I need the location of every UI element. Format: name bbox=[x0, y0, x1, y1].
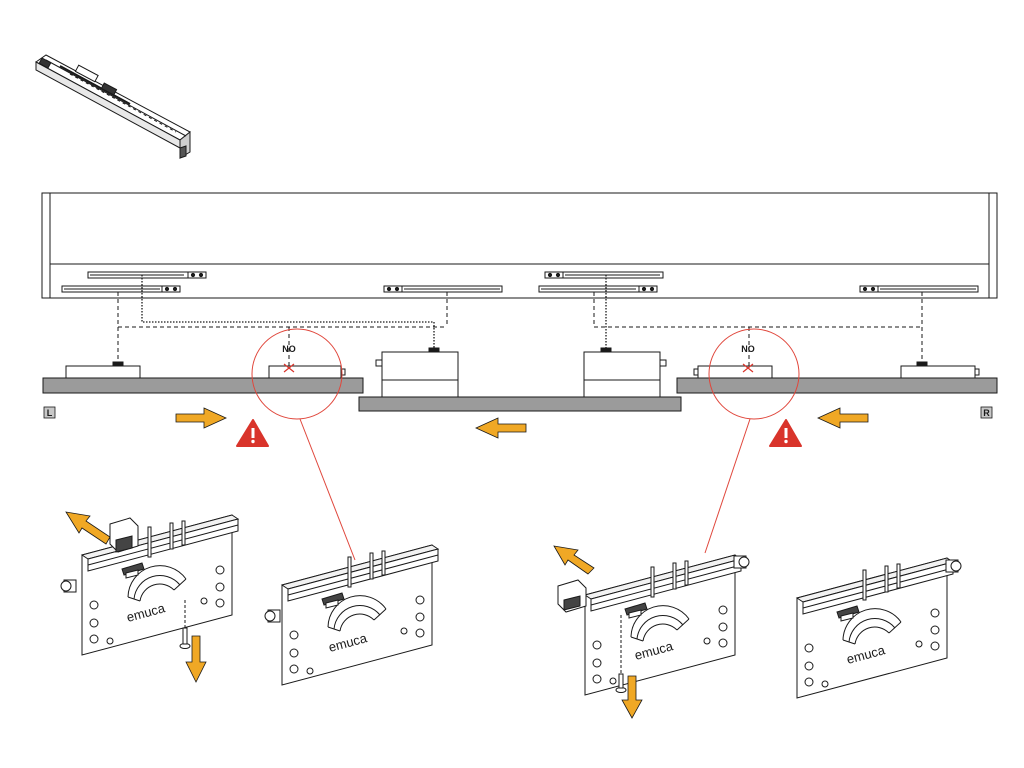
end-cap bbox=[60, 579, 77, 593]
arrow-icon bbox=[475, 417, 527, 439]
right-door-panel bbox=[676, 377, 998, 394]
rail-icon bbox=[35, 54, 191, 159]
carriage-right-assembled: emuca bbox=[796, 557, 962, 699]
warning-icon bbox=[769, 419, 802, 447]
side-label-left: L bbox=[43, 406, 56, 419]
end-cap bbox=[264, 609, 281, 623]
carriage-left-exploded: emuca bbox=[60, 511, 239, 683]
screw-icon bbox=[179, 600, 191, 649]
cross-icon bbox=[742, 363, 754, 373]
door-panels bbox=[42, 347, 998, 412]
no-label-right: NO bbox=[741, 344, 755, 354]
screw-icon bbox=[615, 615, 627, 693]
arrow-icon bbox=[185, 635, 207, 683]
arrow-icon bbox=[621, 675, 643, 719]
cabinet-frame bbox=[41, 192, 998, 299]
callout-circle-left bbox=[251, 328, 343, 420]
no-marker-left: NO bbox=[282, 344, 296, 373]
clip-icon bbox=[109, 517, 139, 553]
callout-leader-left bbox=[299, 418, 356, 561]
left-door-panel bbox=[42, 377, 364, 394]
callout-circle-right bbox=[708, 328, 800, 420]
arrow-icon bbox=[65, 511, 111, 545]
warning-icon bbox=[236, 419, 269, 447]
carriage-right-exploded: emuca bbox=[553, 545, 750, 719]
svg-text:R: R bbox=[983, 408, 990, 418]
top-rails bbox=[61, 271, 979, 293]
clip-icon bbox=[557, 579, 587, 613]
no-label-left: NO bbox=[282, 344, 296, 354]
center-door-panel bbox=[358, 396, 682, 412]
callouts bbox=[251, 328, 800, 561]
end-cap bbox=[733, 555, 750, 569]
arrow-icon bbox=[817, 407, 869, 429]
end-cap bbox=[945, 559, 962, 573]
no-marker-right: NO bbox=[741, 344, 755, 373]
side-label-right: R bbox=[980, 406, 993, 419]
connection-lines bbox=[141, 275, 607, 352]
arrow-icon bbox=[175, 407, 227, 429]
svg-text:L: L bbox=[47, 408, 53, 418]
callout-leader-right bbox=[704, 418, 751, 554]
cross-icon bbox=[283, 363, 295, 373]
dashed-guides bbox=[117, 292, 923, 366]
carriage-left-assembled: emuca bbox=[264, 544, 439, 686]
arrow-icon bbox=[553, 545, 595, 575]
